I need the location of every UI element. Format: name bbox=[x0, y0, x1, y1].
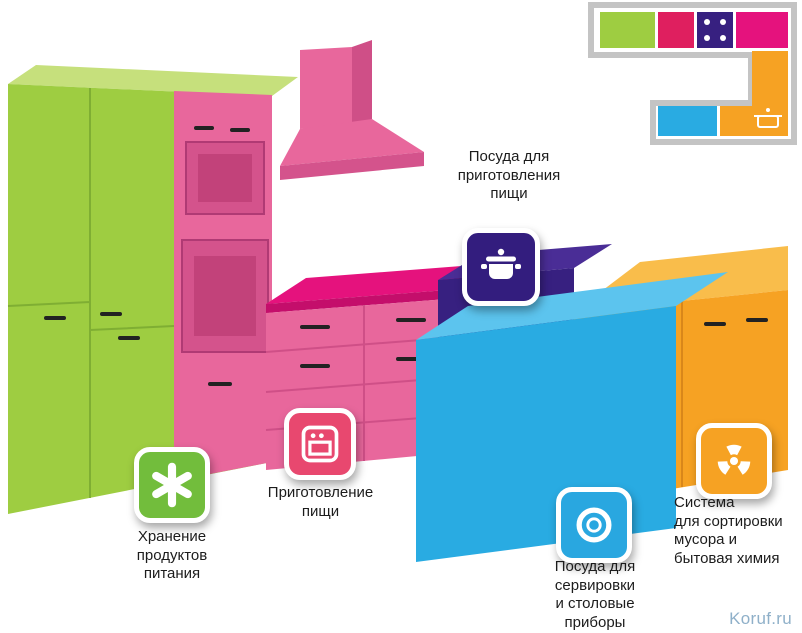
microwave bbox=[185, 141, 265, 215]
plan-tile-serving bbox=[658, 106, 717, 136]
pot-mini-icon bbox=[754, 108, 782, 128]
burner-icon bbox=[704, 19, 726, 41]
plan-tile-cookware bbox=[697, 12, 733, 48]
asterisk-icon bbox=[152, 462, 192, 508]
oven-icon bbox=[301, 425, 339, 463]
oven bbox=[181, 239, 269, 353]
plan-tile-cooking bbox=[658, 12, 694, 48]
radiation-icon bbox=[717, 444, 751, 475]
floor-plan bbox=[588, 2, 797, 145]
zone-label-storage: Хранение продуктов питания bbox=[136, 528, 208, 583]
watermark: Koruf.ru bbox=[729, 609, 792, 628]
zone-badge-waste bbox=[696, 423, 772, 499]
plate-icon bbox=[576, 507, 612, 543]
zone-label-waste: Система для сортировки мусора и бытовая … bbox=[674, 494, 783, 567]
plan-tile-counter bbox=[736, 12, 788, 48]
zone-badge-cookware bbox=[462, 228, 540, 306]
range-hood bbox=[280, 40, 424, 180]
zone-badge-storage bbox=[134, 447, 210, 523]
zone-label-serving: Посуда для сервировки и столовые приборы bbox=[554, 558, 636, 631]
oven-column bbox=[174, 91, 272, 481]
zone-label-cooking: Приготовление пищи bbox=[267, 484, 374, 520]
pot-icon bbox=[481, 248, 521, 279]
plan-tile-storage bbox=[600, 12, 655, 48]
zone-label-cookware: Посуда для приготовления пищи bbox=[457, 148, 561, 203]
plan-tile-waste bbox=[720, 51, 788, 136]
zone-badge-serving bbox=[556, 487, 632, 563]
zone-badge-cooking bbox=[284, 408, 356, 480]
cabinet-handles bbox=[44, 312, 140, 340]
